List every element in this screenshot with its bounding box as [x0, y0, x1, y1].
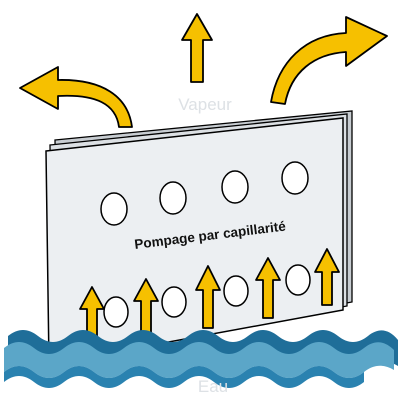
pore-circle	[224, 276, 248, 306]
pore-circle	[160, 182, 186, 214]
pore-circle	[222, 171, 248, 203]
water-label: Eau	[198, 377, 228, 396]
up-arrow-icon	[182, 14, 212, 82]
curved-left-arrow-icon	[20, 67, 132, 127]
pore-circle	[286, 265, 310, 295]
vapor-label: Vapeur	[178, 95, 232, 114]
pore-circle	[104, 297, 128, 327]
curved-right-arrow-icon	[271, 17, 387, 104]
pore-circle	[162, 287, 186, 317]
pore-circle	[101, 193, 127, 225]
pore-circle	[282, 162, 308, 194]
